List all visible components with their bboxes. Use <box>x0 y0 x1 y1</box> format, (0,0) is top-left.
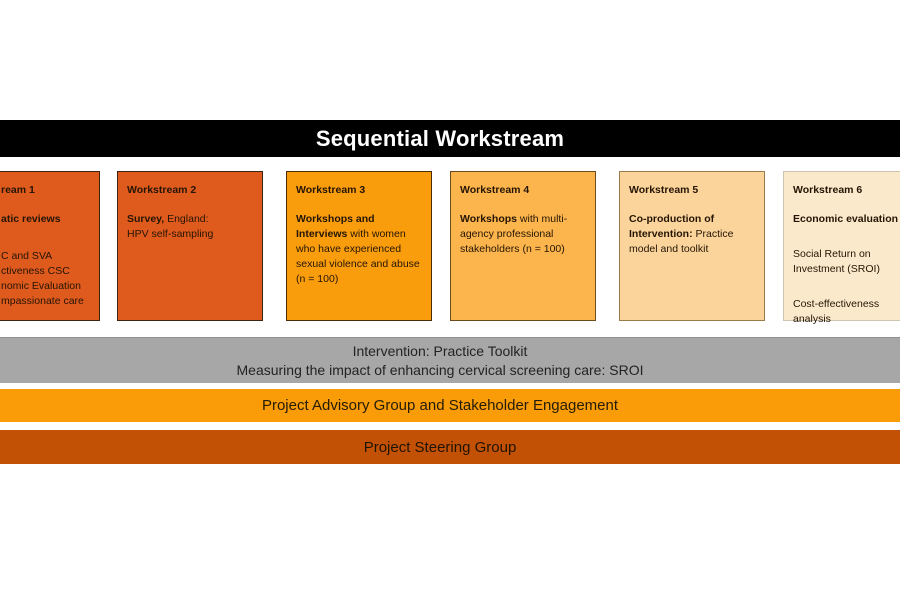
workstream-6-title: Workstream 6 <box>793 184 863 196</box>
workstream-3-text: Workshops and Interviews with women who … <box>296 212 422 287</box>
workstream-3-title: Workstream 3 <box>296 184 366 196</box>
workstream-5-rest: Practice model and toolkit <box>629 228 734 255</box>
workstream-3-bold: Workshops and Interviews <box>296 213 375 240</box>
workstream-1-title: ream 1 <box>1 184 35 196</box>
workstream-2-bold: Survey, <box>127 213 165 225</box>
workstream-4-rest: with multi-agency professional stakehold… <box>460 213 568 255</box>
intervention-toolkit-bar: Intervention: Practice Toolkit Measuring… <box>0 337 900 383</box>
toolkit-bar-line2: Measuring the impact of enhancing cervic… <box>236 361 644 378</box>
workstream-6-lead: Economic evaluation <box>793 213 899 225</box>
workstream-1-list-item: ctiveness CSC <box>1 265 70 277</box>
workstream-2-rest: England: <box>164 213 209 225</box>
header-bar: Sequential Workstream <box>0 120 900 157</box>
workstream-1-list-item: nomic Evaluation <box>1 280 81 292</box>
workstream-2-text-line2: HPV self-sampling <box>127 228 214 240</box>
workstream-5-box: Workstream 5 Co-production of Interventi… <box>619 171 765 321</box>
workstream-6-box: Workstream 6 Economic evaluation Social … <box>783 171 900 325</box>
workstream-1-box: ream 1 atic reviews C and SVA ctiveness … <box>0 171 100 321</box>
toolkit-bar-line1: Intervention: Practice Toolkit <box>352 342 528 359</box>
workstream-2-box: Workstream 2 Survey, England: HPV self-s… <box>117 171 263 321</box>
steering-group-bar: Project Steering Group <box>0 430 900 464</box>
workstream-4-bold: Workshops <box>460 213 517 225</box>
workstream-4-title: Workstream 4 <box>460 184 530 196</box>
workstream-1-list-item: mpassionate care <box>1 295 84 307</box>
advisory-bar-label: Project Advisory Group and Stakeholder E… <box>261 397 619 414</box>
workstream-2-title: Workstream 2 <box>127 184 197 196</box>
workstream-2-text: Survey, England: <box>127 212 253 227</box>
workstream-3-rest: with women who have experienced sexual v… <box>296 228 420 285</box>
workstream-6-para2: Cost-effectiveness analysis <box>793 298 880 325</box>
workstream-4-box: Workstream 4 Workshops with multi-agency… <box>450 171 596 321</box>
workstream-3-box: Workstream 3 Workshops and Interviews wi… <box>286 171 432 321</box>
workstream-1-lead: atic reviews <box>1 213 61 225</box>
workstream-1-list: C and SVA ctiveness CSC nomic Evaluation… <box>1 249 90 309</box>
workstream-5-title: Workstream 5 <box>629 184 699 196</box>
workstream-5-bold: Co-production of Intervention: <box>629 213 715 240</box>
steering-bar-label: Project Steering Group <box>363 438 517 456</box>
workstream-5-text: Co-production of Intervention: Practice … <box>629 212 755 257</box>
workstream-6-para1: Social Return on Investment (SROI) <box>793 248 880 275</box>
advisory-group-bar: Project Advisory Group and Stakeholder E… <box>0 389 900 422</box>
workstream-1-list-item: C and SVA <box>1 250 53 262</box>
workstream-4-text: Workshops with multi-agency professional… <box>460 212 586 257</box>
page-title: Sequential Workstream <box>315 125 565 151</box>
